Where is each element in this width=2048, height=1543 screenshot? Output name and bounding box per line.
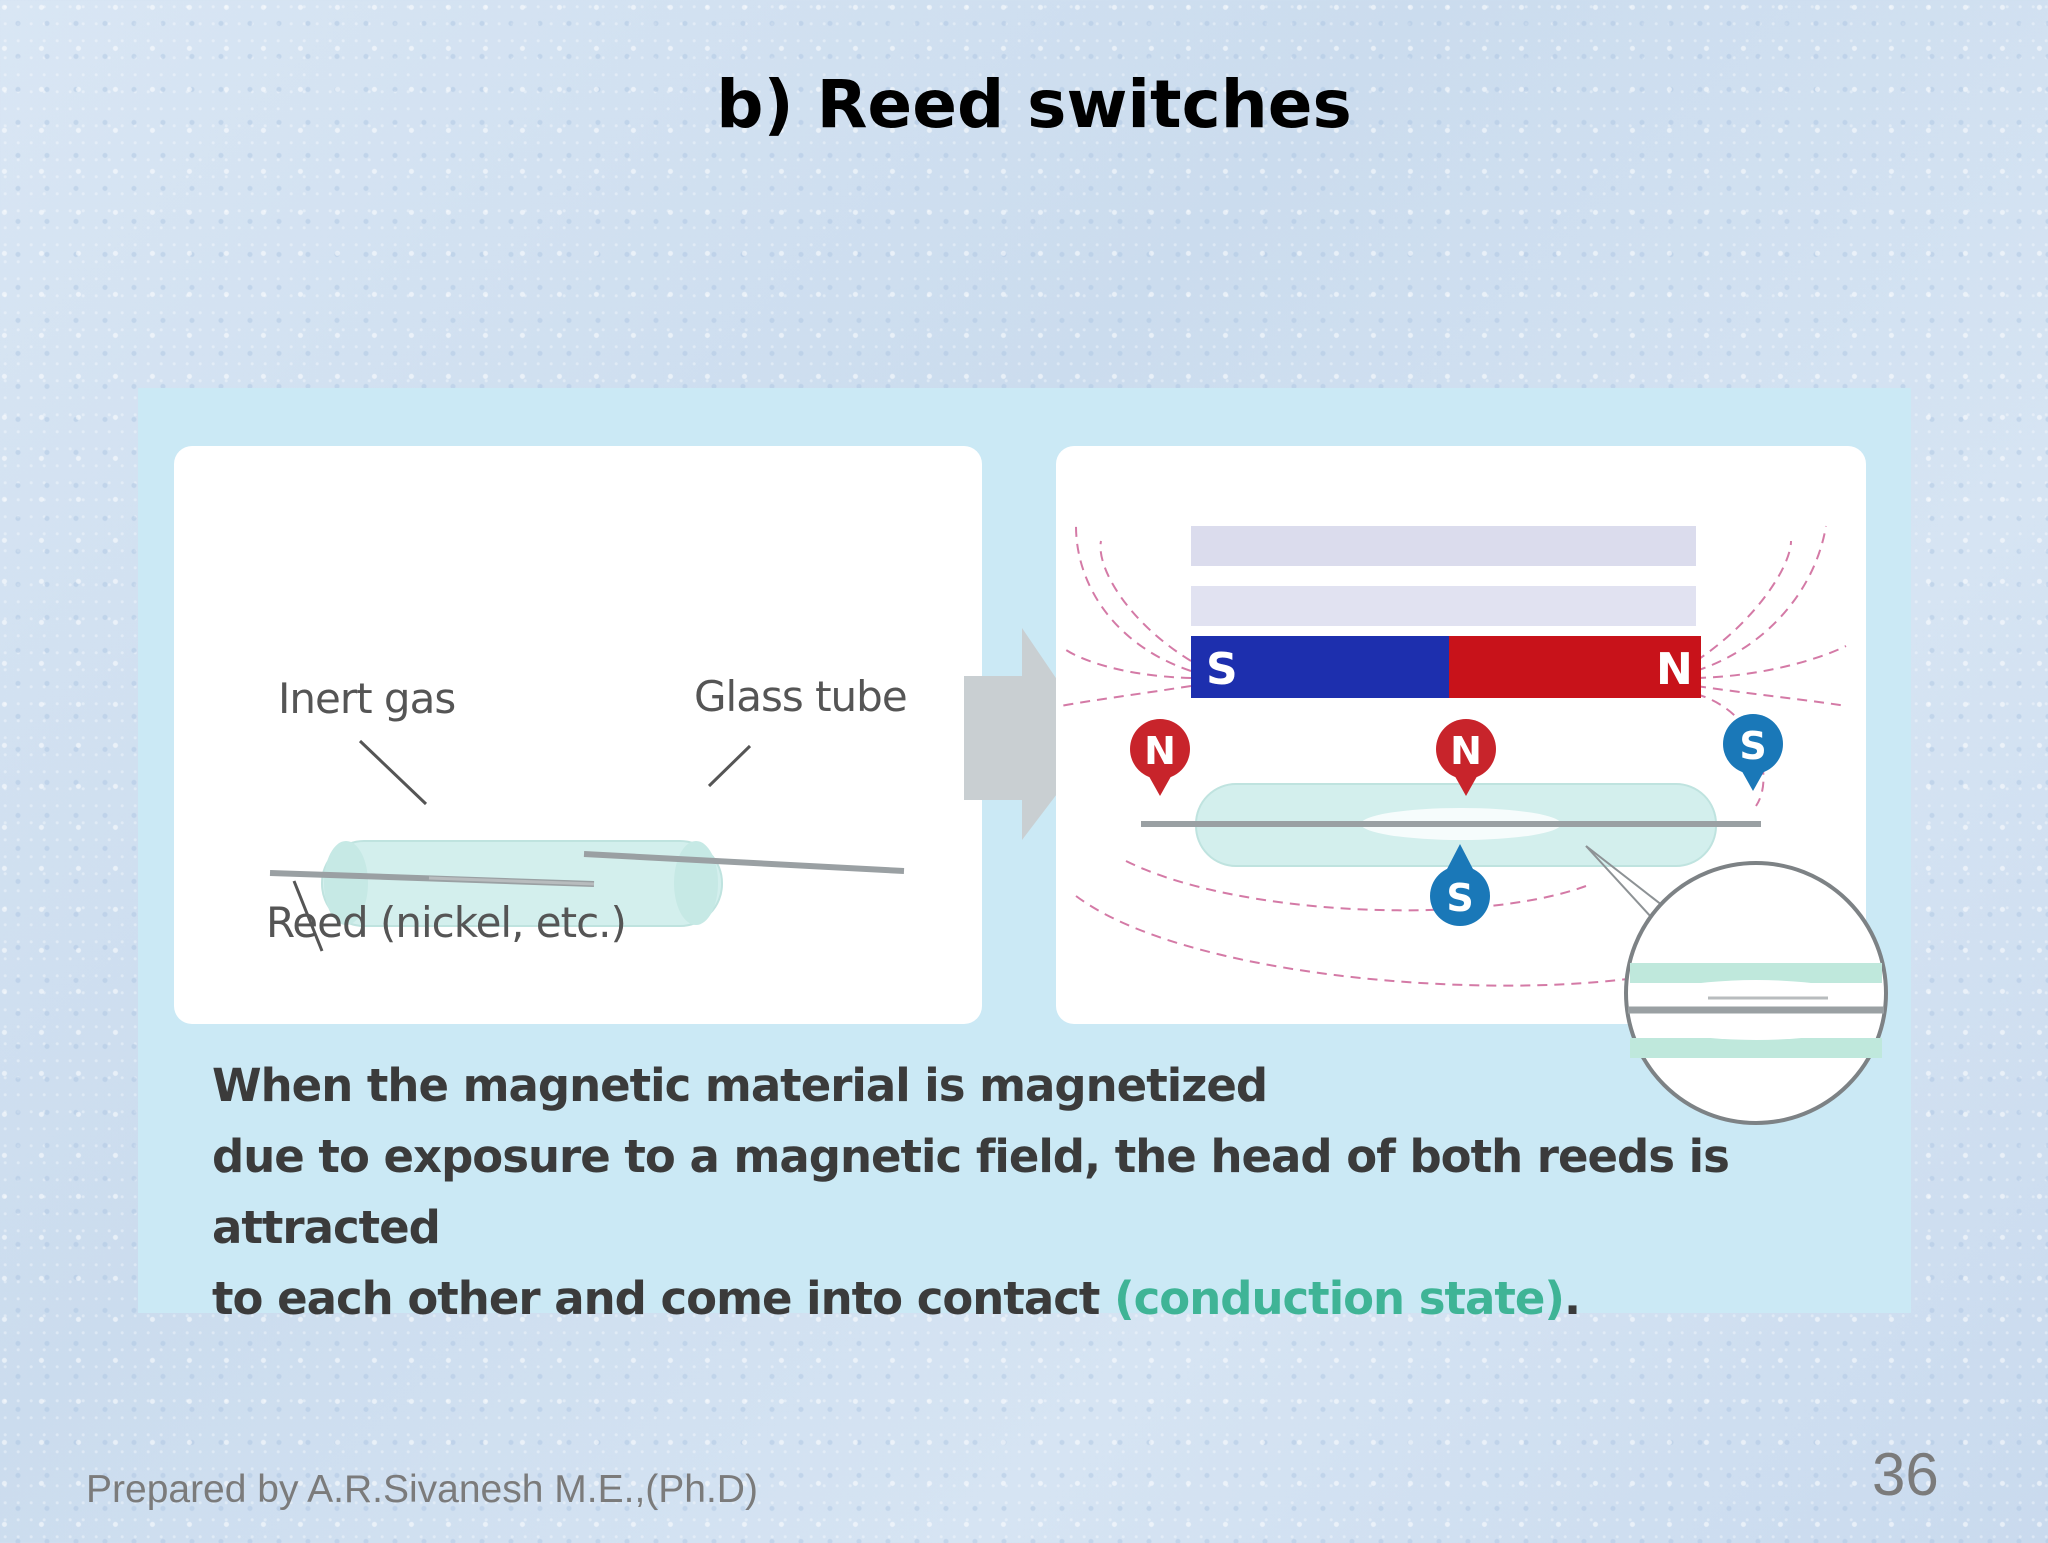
svg-text:S: S bbox=[1446, 876, 1473, 920]
open-reed-switch-drawing bbox=[269, 739, 905, 952]
magnified-contact-inset bbox=[1624, 861, 1888, 1125]
pole-marker-s-right: S bbox=[1723, 714, 1783, 791]
reed-switch-open-panel: Inert gas Glass tube Reed (nickel, etc.) bbox=[174, 446, 982, 1024]
magnet-south-letter: S bbox=[1206, 644, 1238, 695]
closed-reed-switch-drawing: S N N N S bbox=[1060, 525, 1847, 987]
glass-tube-leader bbox=[707, 744, 752, 788]
pole-marker-s-bottom: S bbox=[1430, 844, 1490, 926]
pole-marker-n-left: N bbox=[1130, 719, 1190, 796]
svg-text:S: S bbox=[1739, 724, 1766, 768]
glass-tube-label: Glass tube bbox=[694, 672, 908, 721]
magnet-north-letter: N bbox=[1656, 644, 1693, 695]
footer-credit: Prepared by A.R.Sivanesh M.E.,(Ph.D) bbox=[86, 1468, 758, 1511]
svg-text:N: N bbox=[1450, 729, 1482, 773]
transition-arrow-icon bbox=[964, 628, 1098, 840]
caption-line-3: to each other and come into contact (con… bbox=[212, 1263, 1892, 1334]
reed-switch-figure: Inert gas Glass tube Reed (nickel, etc.) bbox=[138, 388, 1911, 1325]
pole-marker-n-center: N bbox=[1436, 719, 1496, 796]
reed-label: Reed (nickel, etc.) bbox=[266, 898, 627, 947]
slide-title: b) Reed switches bbox=[716, 66, 1352, 143]
figure-caption: When the magnetic material is magnetized… bbox=[212, 1050, 1892, 1334]
magnet-south-half bbox=[1191, 636, 1449, 698]
magnet-north-half bbox=[1449, 636, 1701, 698]
caption-line-2: due to exposure to a magnetic field, the… bbox=[212, 1130, 1730, 1254]
tube-end-left bbox=[324, 841, 368, 925]
caption-line-3-end: . bbox=[1564, 1272, 1581, 1325]
caption-line-1: When the magnetic material is magnetized bbox=[212, 1059, 1268, 1112]
caption-line-3-main: to each other and come into contact bbox=[212, 1272, 1115, 1325]
inert-gas-label: Inert gas bbox=[278, 674, 456, 723]
slide-number: 36 bbox=[1872, 1441, 1939, 1508]
caption-conduction-state: (conduction state) bbox=[1114, 1272, 1565, 1325]
reed-leader bbox=[292, 880, 324, 952]
right-reed bbox=[583, 851, 905, 874]
inert-gas-leader bbox=[358, 739, 428, 806]
svg-text:N: N bbox=[1144, 729, 1176, 773]
